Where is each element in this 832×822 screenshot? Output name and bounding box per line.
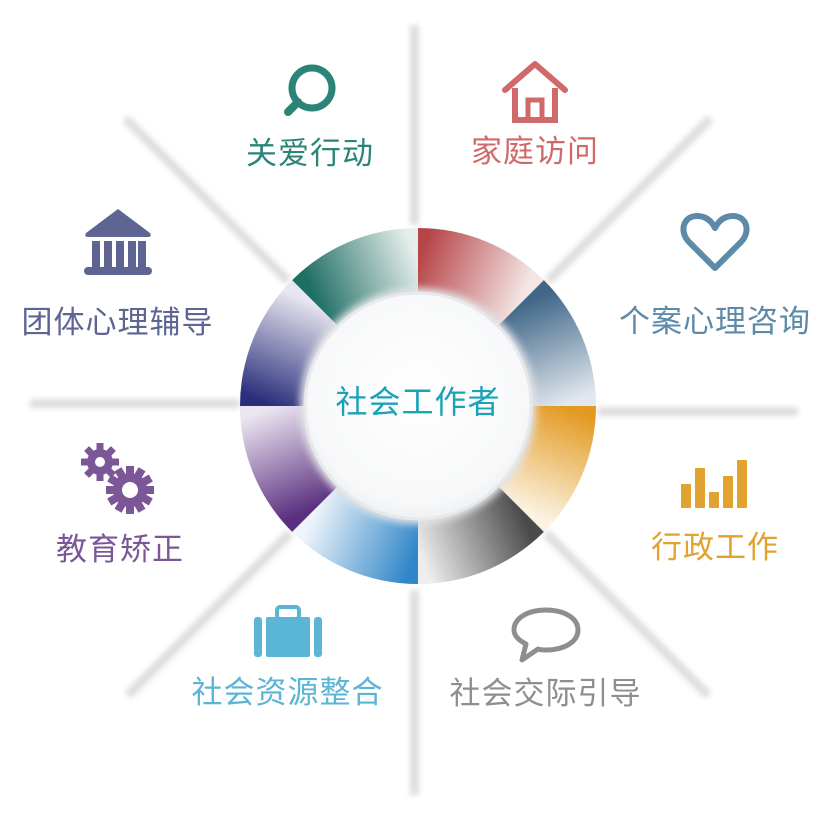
- heart-icon: [680, 213, 750, 271]
- ring-segment-case-counseling: [497, 280, 596, 406]
- item-label: 社会交际引导: [449, 676, 642, 712]
- item-case-counseling[interactable]: 个案心理咨询: [605, 210, 825, 340]
- house-icon: [502, 61, 568, 123]
- fold-lines: [30, 25, 798, 795]
- item-label: 关爱行动: [246, 136, 374, 172]
- item-label: 社会资源整合: [191, 675, 384, 711]
- building-icon: [83, 209, 152, 275]
- ring-segment-home-visit: [418, 228, 544, 327]
- ring-segment-resource-integration: [292, 485, 418, 584]
- item-label: 教育矫正: [56, 532, 184, 568]
- ring-segment-care-action: [292, 228, 418, 327]
- item-education-correction[interactable]: 教育矫正: [40, 442, 200, 568]
- gears-icon: [81, 443, 154, 514]
- item-group-counseling[interactable]: 团体心理辅导: [10, 205, 225, 341]
- speech-bubble-icon: [511, 607, 580, 663]
- ring-segment-group-counseling: [240, 280, 339, 406]
- item-admin-work[interactable]: 行政工作: [635, 458, 795, 566]
- search-icon: [284, 64, 336, 116]
- item-resource-integration[interactable]: 社会资源整合: [180, 605, 395, 711]
- item-social-guidance[interactable]: 社会交际引导: [438, 606, 653, 712]
- item-label: 个案心理咨询: [619, 304, 811, 340]
- ring-segment-admin-work: [497, 406, 596, 532]
- item-care-action[interactable]: 关爱行动: [225, 60, 395, 172]
- item-label: 家庭访问: [471, 134, 599, 170]
- ring: [240, 228, 596, 584]
- item-label: 团体心理辅导: [21, 305, 214, 341]
- ring-segment-education-correction: [240, 406, 339, 532]
- item-home-visit[interactable]: 家庭访问: [450, 58, 620, 170]
- center-circle: [303, 291, 533, 521]
- ring-segment-social-guidance: [418, 485, 544, 584]
- bar-chart-icon: [681, 460, 747, 508]
- center-label: 社会工作者: [335, 383, 501, 421]
- item-label: 行政工作: [651, 530, 779, 566]
- briefcase-icon: [253, 605, 322, 657]
